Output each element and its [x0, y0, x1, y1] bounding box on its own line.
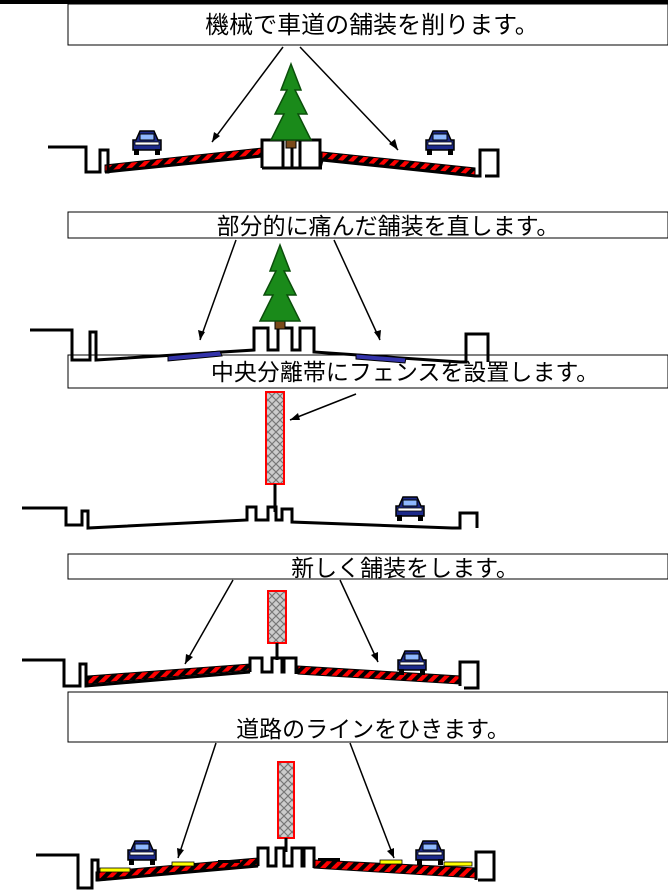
scene-milling — [48, 46, 500, 178]
car-icon — [132, 130, 162, 156]
scene-fence — [22, 391, 479, 530]
tree-icon — [270, 63, 312, 149]
lane-line — [443, 861, 473, 867]
lane-line — [99, 867, 131, 873]
tree-icon — [259, 244, 301, 330]
caption-text-5: 道路のラインをひきます。 — [236, 717, 510, 743]
caption-step-4: 新しく舗装をします。 — [67, 553, 668, 582]
scene-line-marking — [36, 742, 496, 890]
caption-text-2: 部分的に痛んだ舗装を直します。 — [217, 214, 560, 240]
lane-line — [379, 859, 403, 865]
fence-panel — [267, 590, 287, 644]
scene-repaving — [22, 579, 480, 690]
caption-step-1: 機械で車道の舗装を削ります。 — [67, 3, 668, 46]
caption-text-4: 新しく舗装をします。 — [291, 556, 519, 582]
lane-line — [171, 861, 195, 867]
caption-text-1: 機械で車道の舗装を削ります。 — [205, 11, 539, 39]
patch-right — [355, 353, 407, 364]
center-line — [218, 860, 240, 863]
center-line — [318, 858, 340, 861]
car-icon — [425, 130, 455, 156]
new-pavement-right — [297, 665, 461, 685]
patch-left — [167, 350, 223, 362]
caption-text-3: 中央分離帯にフェンスを設置します。 — [211, 360, 599, 386]
top-border — [0, 0, 668, 4]
caption-step-5: 道路のラインをひきます。 — [67, 691, 668, 743]
caption-step-2: 部分的に痛んだ舗装を直します。 — [67, 211, 668, 240]
car-icon — [395, 496, 425, 522]
fence-panel — [277, 761, 295, 839]
fence-panel — [265, 391, 285, 485]
car-icon — [127, 840, 157, 866]
car-icon — [415, 840, 445, 866]
scene-patching — [30, 239, 490, 364]
car-icon — [397, 650, 427, 676]
